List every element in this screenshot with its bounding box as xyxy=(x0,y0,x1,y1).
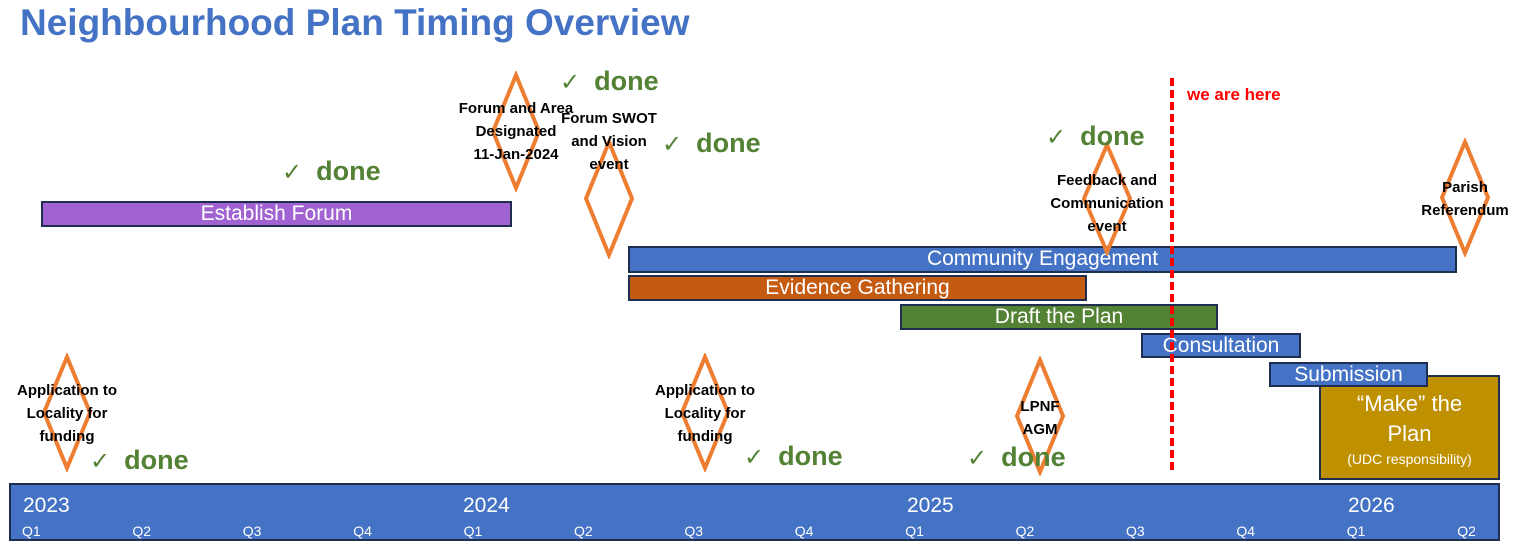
check-icon: ✓ xyxy=(1046,124,1067,151)
milestone-label-line: 11-Jan-2024 xyxy=(473,146,559,163)
milestone-label-line: Locality for xyxy=(26,405,108,422)
task-bar-evidence-gathering: Evidence Gathering xyxy=(628,275,1087,301)
milestone-label-line: Feedback and xyxy=(1056,172,1158,189)
check-icon: ✓ xyxy=(560,69,581,96)
quarter-label: Q1 xyxy=(905,523,924,539)
done-label: done xyxy=(316,156,381,186)
milestone-label-line: and Vision xyxy=(571,133,647,150)
done-status: ✓ done xyxy=(967,442,1066,473)
check-icon: ✓ xyxy=(744,444,765,471)
milestone-label-line: event xyxy=(589,156,629,173)
done-label: done xyxy=(124,445,189,475)
quarter-label: Q3 xyxy=(684,523,704,539)
make-plan-line1: “Make” the xyxy=(1356,391,1463,416)
quarter-label: Q2 xyxy=(132,523,152,539)
milestone-diamond-icon xyxy=(1014,356,1066,476)
quarter-label: Q1 xyxy=(1346,523,1366,539)
quarter-label: Q4 xyxy=(1236,523,1256,539)
milestone-diamond-icon xyxy=(583,138,635,259)
milestone-label-line: AGM xyxy=(1022,421,1058,438)
check-icon: ✓ xyxy=(662,131,683,158)
done-status: ✓ done xyxy=(1046,121,1145,152)
done-label: done xyxy=(778,441,843,471)
task-bar-community-engagement: Community Engagement xyxy=(628,246,1457,273)
current-date-line xyxy=(1170,78,1174,470)
done-status: ✓ done xyxy=(282,156,381,187)
quarter-label: Q2 xyxy=(1015,523,1035,539)
check-icon: ✓ xyxy=(90,448,111,475)
done-status: ✓ done xyxy=(560,66,659,97)
done-label: done xyxy=(1080,121,1145,151)
milestone-label-line: Designated xyxy=(475,123,557,140)
task-bar-submission: Submission xyxy=(1269,362,1428,387)
quarter-label: Q4 xyxy=(353,523,372,539)
quarter-label: Q1 xyxy=(22,523,41,539)
milestone-label-line: Application to xyxy=(17,382,117,399)
task-bar-draft-the-plan: Draft the Plan xyxy=(900,304,1218,330)
milestone-diamond-icon xyxy=(679,353,731,472)
milestone-label-line: event xyxy=(1087,218,1127,235)
milestone-diamond-icon xyxy=(41,353,93,472)
milestone-label-line: LPNF xyxy=(1020,398,1060,415)
milestone-diamond-icon xyxy=(1439,138,1491,257)
year-label: 2025 xyxy=(907,494,954,517)
make-the-plan-box: “Make” the Plan (UDC responsibility) xyxy=(1319,375,1500,480)
make-plan-note: (UDC responsibility) xyxy=(1347,451,1472,467)
done-status: ✓ done xyxy=(662,128,761,159)
milestone-label-line: Communication xyxy=(1050,195,1164,212)
quarter-label: Q3 xyxy=(242,523,262,539)
milestone-diamond-icon xyxy=(1081,141,1133,256)
year-label: 2024 xyxy=(463,494,510,517)
check-icon: ✓ xyxy=(967,445,988,472)
page-title: Neighbourhood Plan Timing Overview xyxy=(20,2,690,43)
quarter-label: Q1 xyxy=(463,523,483,539)
milestone-label-line: Locality for xyxy=(664,405,746,422)
done-status: ✓ done xyxy=(90,445,189,476)
year-label: 2023 xyxy=(23,494,70,517)
task-bar-establish-forum: Establish Forum xyxy=(41,201,512,227)
we-are-here-label: we are here xyxy=(1187,85,1281,104)
milestone-label-line: funding xyxy=(677,428,733,445)
milestone-label: LPNF AGM xyxy=(1020,395,1059,441)
milestone-label: Application to Locality for funding xyxy=(17,379,117,448)
milestone-label-line: Application to xyxy=(655,382,755,399)
quarter-label: Q3 xyxy=(1126,523,1145,539)
quarter-label: Q4 xyxy=(794,523,814,539)
done-label: done xyxy=(594,66,659,96)
quarter-label: Q2 xyxy=(1457,523,1476,539)
task-bar-consultation: Consultation xyxy=(1141,333,1301,358)
done-label: done xyxy=(696,128,761,158)
milestone-label-line: Forum SWOT xyxy=(561,110,657,127)
year-label: 2026 xyxy=(1348,494,1395,517)
milestone-label-line: Parish xyxy=(1442,179,1488,196)
done-label: done xyxy=(1001,442,1066,472)
check-icon: ✓ xyxy=(282,159,303,186)
done-status: ✓ done xyxy=(744,441,843,472)
milestone-diamond-icon xyxy=(490,71,542,192)
milestone-label-line: Referendum xyxy=(1421,202,1509,219)
milestone-label-line: funding xyxy=(39,428,95,445)
milestone-label: Forum SWOT and Vision event xyxy=(561,107,657,176)
milestone-label: Application to Locality for funding xyxy=(655,379,755,448)
quarter-label: Q2 xyxy=(574,523,593,539)
make-plan-line2: Plan xyxy=(1387,421,1432,446)
milestone-label-line: Forum and Area xyxy=(458,100,574,117)
